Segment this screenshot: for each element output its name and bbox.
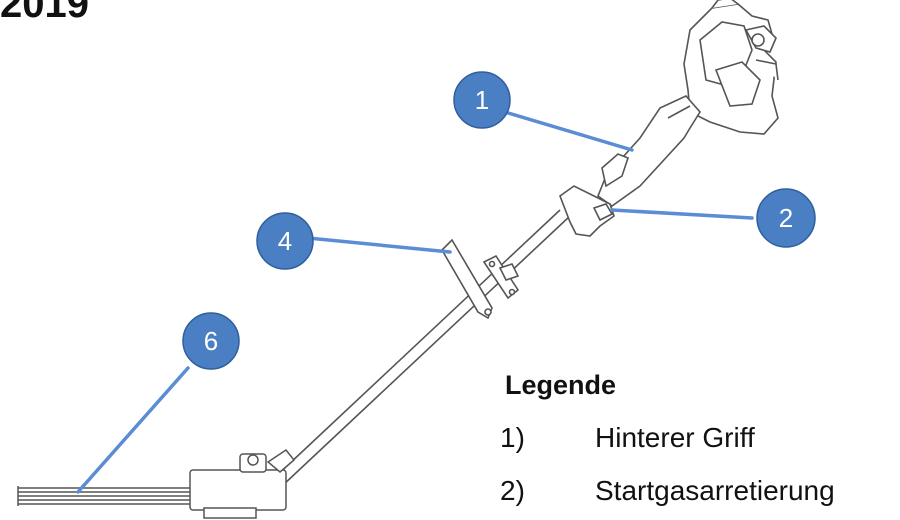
legend-item-label: Hinterer Griff (595, 422, 755, 453)
leader-line-4 (306, 236, 452, 254)
callout-number: 1 (475, 85, 489, 115)
callout-number: 4 (278, 226, 292, 256)
leader-line-2 (610, 208, 754, 220)
callout-6: 6 (182, 312, 240, 370)
cutter-bar (17, 448, 296, 519)
callout-number: 6 (204, 326, 218, 356)
callout-1: 1 (453, 71, 511, 129)
front-handle (440, 238, 520, 320)
leader-line-6 (76, 366, 190, 494)
choke-lock-assembly (559, 185, 615, 237)
legend-item: 1) Hinterer Griff (500, 422, 755, 454)
shaft (271, 209, 571, 487)
rear-handle (597, 95, 701, 207)
legend-item-number: 1) (500, 422, 525, 453)
legend-item-number: 2) (500, 475, 525, 506)
leader-line-1 (503, 110, 634, 152)
legend-item: 2) Startgasarretierung (500, 475, 835, 507)
page-title: 2019 (0, 0, 89, 26)
leader-lines (76, 110, 754, 494)
legend-title: Legende (505, 370, 617, 400)
callout-2: 2 (756, 188, 816, 248)
callout-4: 4 (256, 212, 314, 270)
engine-housing (683, 0, 779, 135)
callout-number: 2 (779, 203, 793, 233)
legend-item-label: Startgasarretierung (595, 475, 835, 506)
